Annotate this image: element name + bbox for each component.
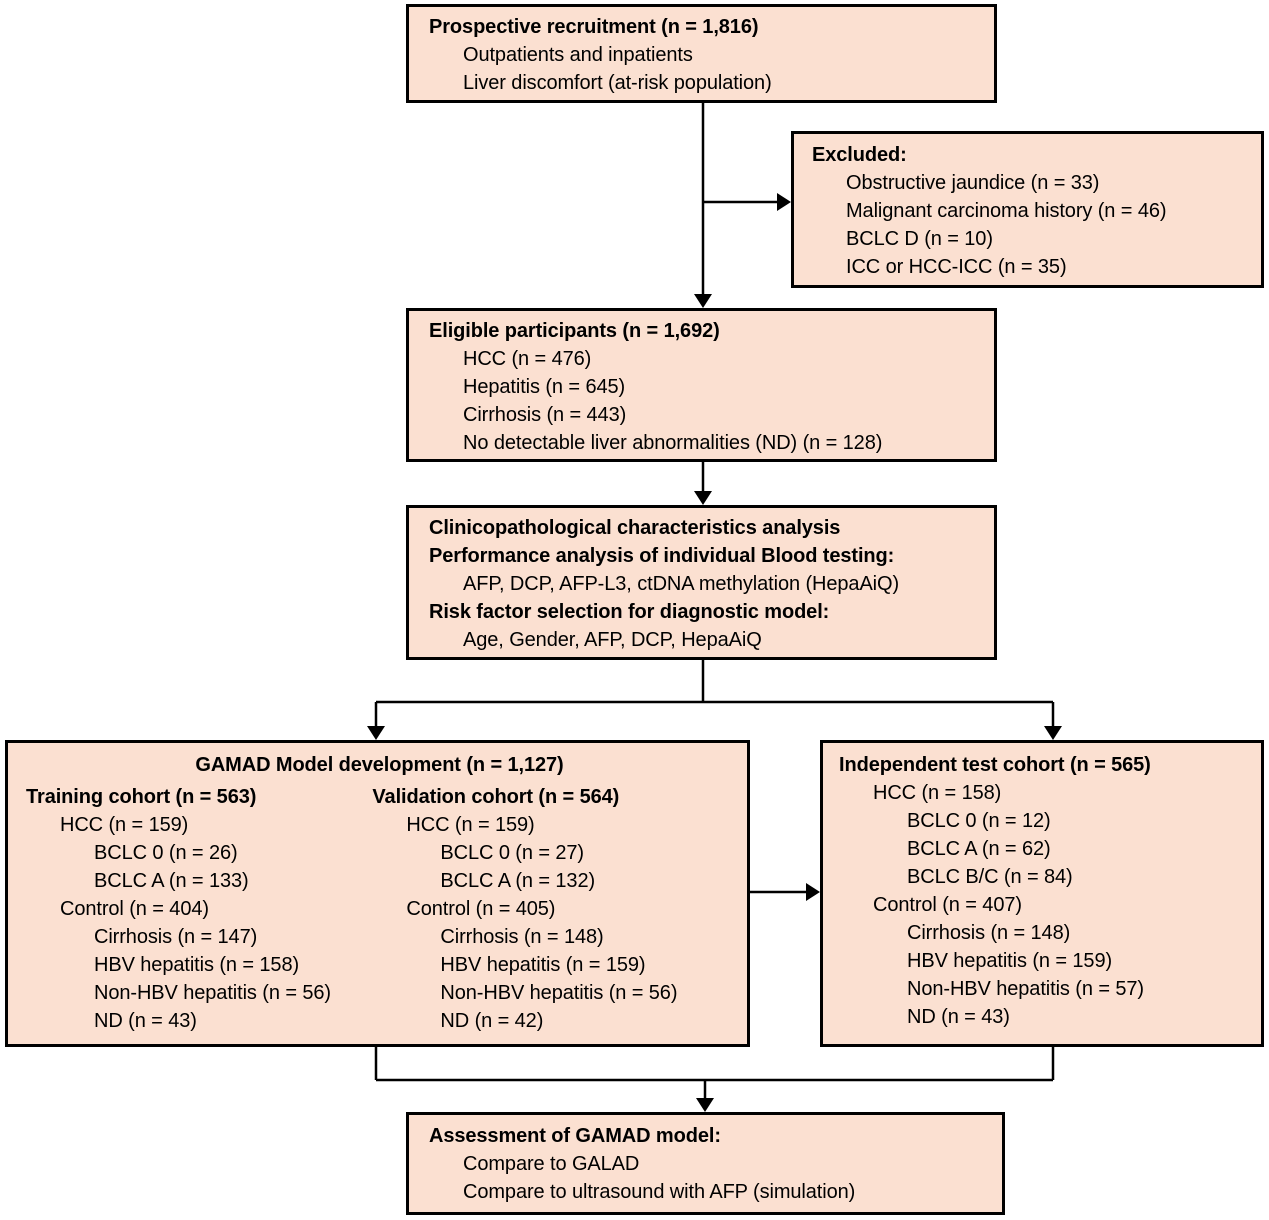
box-lines: HCC (n = 159) BCLC 0 (n = 27) BCLC A (n = … — [372, 811, 733, 1035]
box-assessment-of-gamad-model: Assessment of GAMAD model: Compare to GA… — [406, 1112, 1005, 1215]
box-line: HCC (n = 159) — [60, 814, 189, 836]
box-line: HCC (n = 159) — [406, 814, 535, 836]
box-title: GAMAD Model development (n = 1,127) — [195, 754, 564, 776]
box-line: HBV hepatitis (n = 159) — [440, 954, 646, 976]
box-gamad-model-development: GAMAD Model development (n = 1,127) Trai… — [5, 740, 750, 1047]
box-line: No detectable liver abnormalities (ND) (… — [463, 432, 883, 454]
box-line: Cirrhosis (n = 147) — [94, 926, 258, 948]
box-lines: HCC (n = 159) BCLC 0 (n = 26) BCLC A (n = … — [26, 811, 372, 1035]
box-title: Eligible participants (n = 1,692) — [429, 320, 720, 342]
box-line: Performance analysis of individual Blood… — [429, 545, 895, 567]
box-line: Control (n = 407) — [873, 894, 1022, 916]
box-line: Outpatients and inpatients — [463, 44, 693, 66]
box-title: Assessment of GAMAD model: — [429, 1125, 721, 1147]
gamad-columns: Training cohort (n = 563) HCC (n = 159) B… — [26, 783, 733, 1035]
box-line: ND (n = 42) — [440, 1010, 544, 1032]
box-line: Cirrhosis (n = 148) — [440, 926, 604, 948]
box-lines: Clinicopathological characteristics anal… — [429, 514, 980, 654]
box-line: BCLC 0 (n = 27) — [440, 842, 584, 864]
box-line: BCLC D (n = 10) — [846, 228, 993, 250]
box-line: ND (n = 43) — [907, 1006, 1010, 1028]
box-line: HBV hepatitis (n = 159) — [907, 950, 1113, 972]
box-lines: HCC (n = 158) BCLC 0 (n = 12) BCLC A (n = … — [839, 779, 1249, 1031]
box-line: Clinicopathological characteristics anal… — [429, 517, 841, 539]
box-prospective-recruitment: Prospective recruitment (n = 1,816) Outp… — [406, 4, 997, 103]
box-title: Excluded: — [812, 144, 907, 166]
box-lines: Obstructive jaundice (n = 33) Malignant c… — [812, 169, 1249, 281]
box-line: Cirrhosis (n = 443) — [463, 404, 627, 426]
box-line: HBV hepatitis (n = 158) — [94, 954, 300, 976]
box-eligible-participants: Eligible participants (n = 1,692) HCC (n… — [406, 308, 997, 462]
box-line: ND (n = 43) — [94, 1010, 197, 1032]
box-line: HCC (n = 158) — [873, 782, 1002, 804]
box-line: Cirrhosis (n = 148) — [907, 922, 1071, 944]
column-validation-cohort: Validation cohort (n = 564) HCC (n = 159… — [372, 783, 733, 1035]
box-line: BCLC B/C (n = 84) — [907, 866, 1073, 888]
box-title: Prospective recruitment (n = 1,816) — [429, 16, 759, 38]
box-line: BCLC A (n = 132) — [440, 870, 596, 892]
box-title: Independent test cohort (n = 565) — [839, 754, 1151, 776]
box-line: Liver discomfort (at-risk population) — [463, 72, 772, 94]
box-line: Hepatitis (n = 645) — [463, 376, 626, 398]
column-title: Validation cohort (n = 564) — [372, 786, 620, 808]
box-line: BCLC A (n = 133) — [94, 870, 249, 892]
box-line: Age, Gender, AFP, DCP, HepaAiQ — [463, 629, 762, 651]
box-line: Control (n = 404) — [60, 898, 209, 920]
box-line: Compare to ultrasound with AFP (simulati… — [463, 1181, 856, 1203]
box-line: BCLC 0 (n = 26) — [94, 842, 238, 864]
box-line: Compare to GALAD — [463, 1153, 640, 1175]
connector-gamad-to-independent — [750, 883, 820, 901]
connector-branch-to-excluded — [703, 193, 791, 211]
box-line: Non-HBV hepatitis (n = 57) — [907, 978, 1144, 1000]
connector-analysis-split — [367, 660, 1062, 740]
box-line: AFP, DCP, AFP-L3, ctDNA methylation (Hep… — [463, 573, 900, 595]
box-line: Control (n = 405) — [406, 898, 556, 920]
box-line: Non-HBV hepatitis (n = 56) — [94, 982, 331, 1004]
box-line: Obstructive jaundice (n = 33) — [846, 172, 1100, 194]
column-title: Training cohort (n = 563) — [26, 786, 257, 808]
box-lines: Compare to GALAD Compare to ultrasound wi… — [429, 1150, 988, 1206]
box-line: Non-HBV hepatitis (n = 56) — [440, 982, 678, 1004]
box-independent-test-cohort: Independent test cohort (n = 565) HCC (n… — [820, 740, 1264, 1047]
connector-eligible-to-analysis — [694, 462, 712, 505]
box-line: Risk factor selection for diagnostic mod… — [429, 601, 830, 623]
box-lines: HCC (n = 476) Hepatitis (n = 645) Cirrhosi… — [429, 345, 980, 457]
column-training-cohort: Training cohort (n = 563) HCC (n = 159) B… — [26, 783, 372, 1035]
connector-merge-to-assessment — [374, 1047, 1055, 1112]
box-excluded: Excluded: Obstructive jaundice (n = 33) M… — [791, 131, 1264, 288]
box-line: ICC or HCC-ICC (n = 35) — [846, 256, 1067, 278]
box-line: BCLC 0 (n = 12) — [907, 810, 1051, 832]
box-line: HCC (n = 476) — [463, 348, 592, 370]
connector-recruitment-to-eligible — [694, 103, 712, 308]
box-line: BCLC A (n = 62) — [907, 838, 1051, 860]
box-characteristics-analysis: Clinicopathological characteristics anal… — [406, 505, 997, 660]
box-line: Malignant carcinoma history (n = 46) — [846, 200, 1167, 222]
